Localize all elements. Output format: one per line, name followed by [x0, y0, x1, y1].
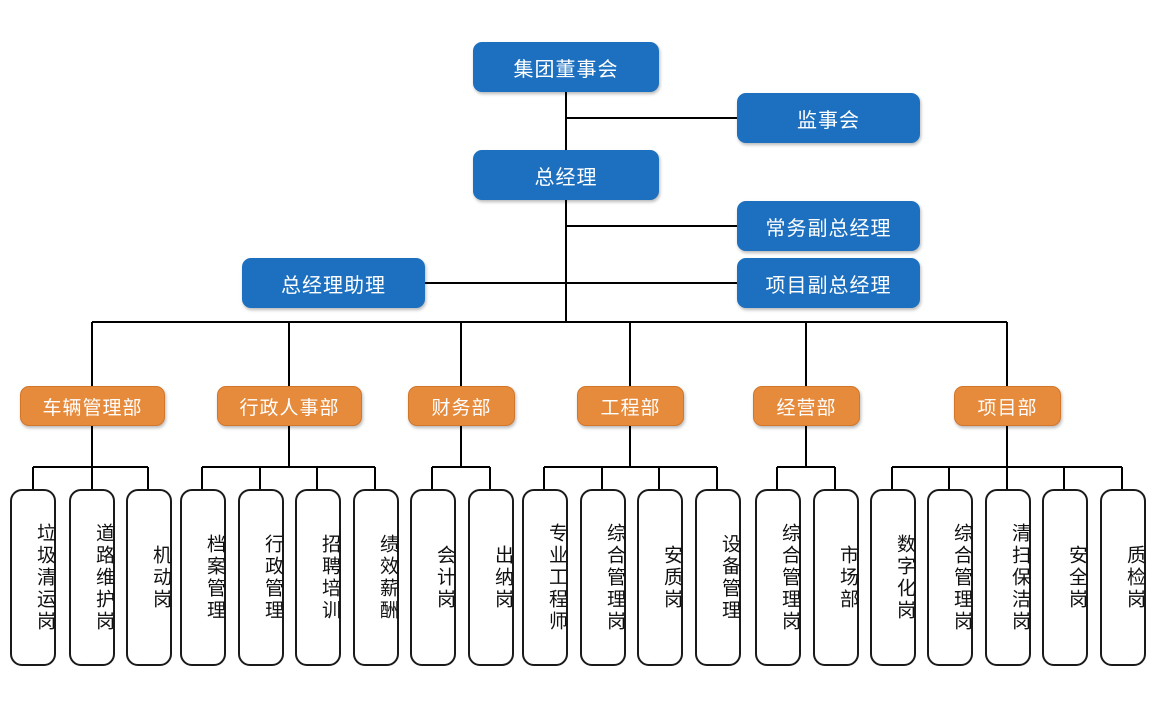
node-position-marketing[interactable]: 市场部 — [813, 489, 859, 666]
node-position-cleaning-sanitation[interactable]: 清扫保洁岗 — [985, 489, 1031, 666]
node-department-vehicle-management[interactable]: 车辆管理部 — [20, 386, 165, 426]
node-position-safety-quality[interactable]: 安质岗 — [637, 489, 683, 666]
node-general-manager[interactable]: 总经理 — [473, 150, 659, 200]
node-position-administrative-management[interactable]: 行政管理 — [238, 489, 284, 666]
node-position-garbage-transport[interactable]: 垃圾清运岗 — [10, 489, 56, 666]
node-position-archive-management[interactable]: 档案管理 — [180, 489, 226, 666]
node-position-professional-engineer[interactable]: 专业工程师 — [522, 489, 568, 666]
node-position-engineering-general-management[interactable]: 综合管理岗 — [580, 489, 626, 666]
node-position-digitalization[interactable]: 数字化岗 — [870, 489, 916, 666]
node-executive-deputy-general-manager[interactable]: 常务副总经理 — [737, 201, 920, 251]
node-position-project-general-management[interactable]: 综合管理岗 — [927, 489, 973, 666]
node-board-of-directors[interactable]: 集团董事会 — [473, 42, 659, 92]
node-position-safety[interactable]: 安全岗 — [1042, 489, 1088, 666]
node-position-operations-general-management[interactable]: 综合管理岗 — [755, 489, 801, 666]
node-position-performance-compensation[interactable]: 绩效薪酬 — [353, 489, 399, 666]
node-department-engineering[interactable]: 工程部 — [577, 386, 684, 426]
node-position-recruitment-training[interactable]: 招聘培训 — [295, 489, 341, 666]
node-general-manager-assistant[interactable]: 总经理助理 — [242, 258, 425, 308]
node-position-accounting[interactable]: 会计岗 — [410, 489, 456, 666]
node-department-operations[interactable]: 经营部 — [753, 386, 860, 426]
node-department-project[interactable]: 项目部 — [954, 386, 1061, 426]
node-department-finance[interactable]: 财务部 — [408, 386, 515, 426]
node-supervisory-board[interactable]: 监事会 — [737, 93, 920, 143]
node-position-equipment-management[interactable]: 设备管理 — [695, 489, 741, 666]
node-position-quality-inspection[interactable]: 质检岗 — [1100, 489, 1146, 666]
node-department-administration-hr[interactable]: 行政人事部 — [217, 386, 362, 426]
node-position-mobile-duty[interactable]: 机动岗 — [126, 489, 172, 666]
node-project-deputy-general-manager[interactable]: 项目副总经理 — [737, 258, 920, 308]
node-position-cashier[interactable]: 出纳岗 — [468, 489, 514, 666]
node-position-road-maintenance[interactable]: 道路维护岗 — [69, 489, 115, 666]
